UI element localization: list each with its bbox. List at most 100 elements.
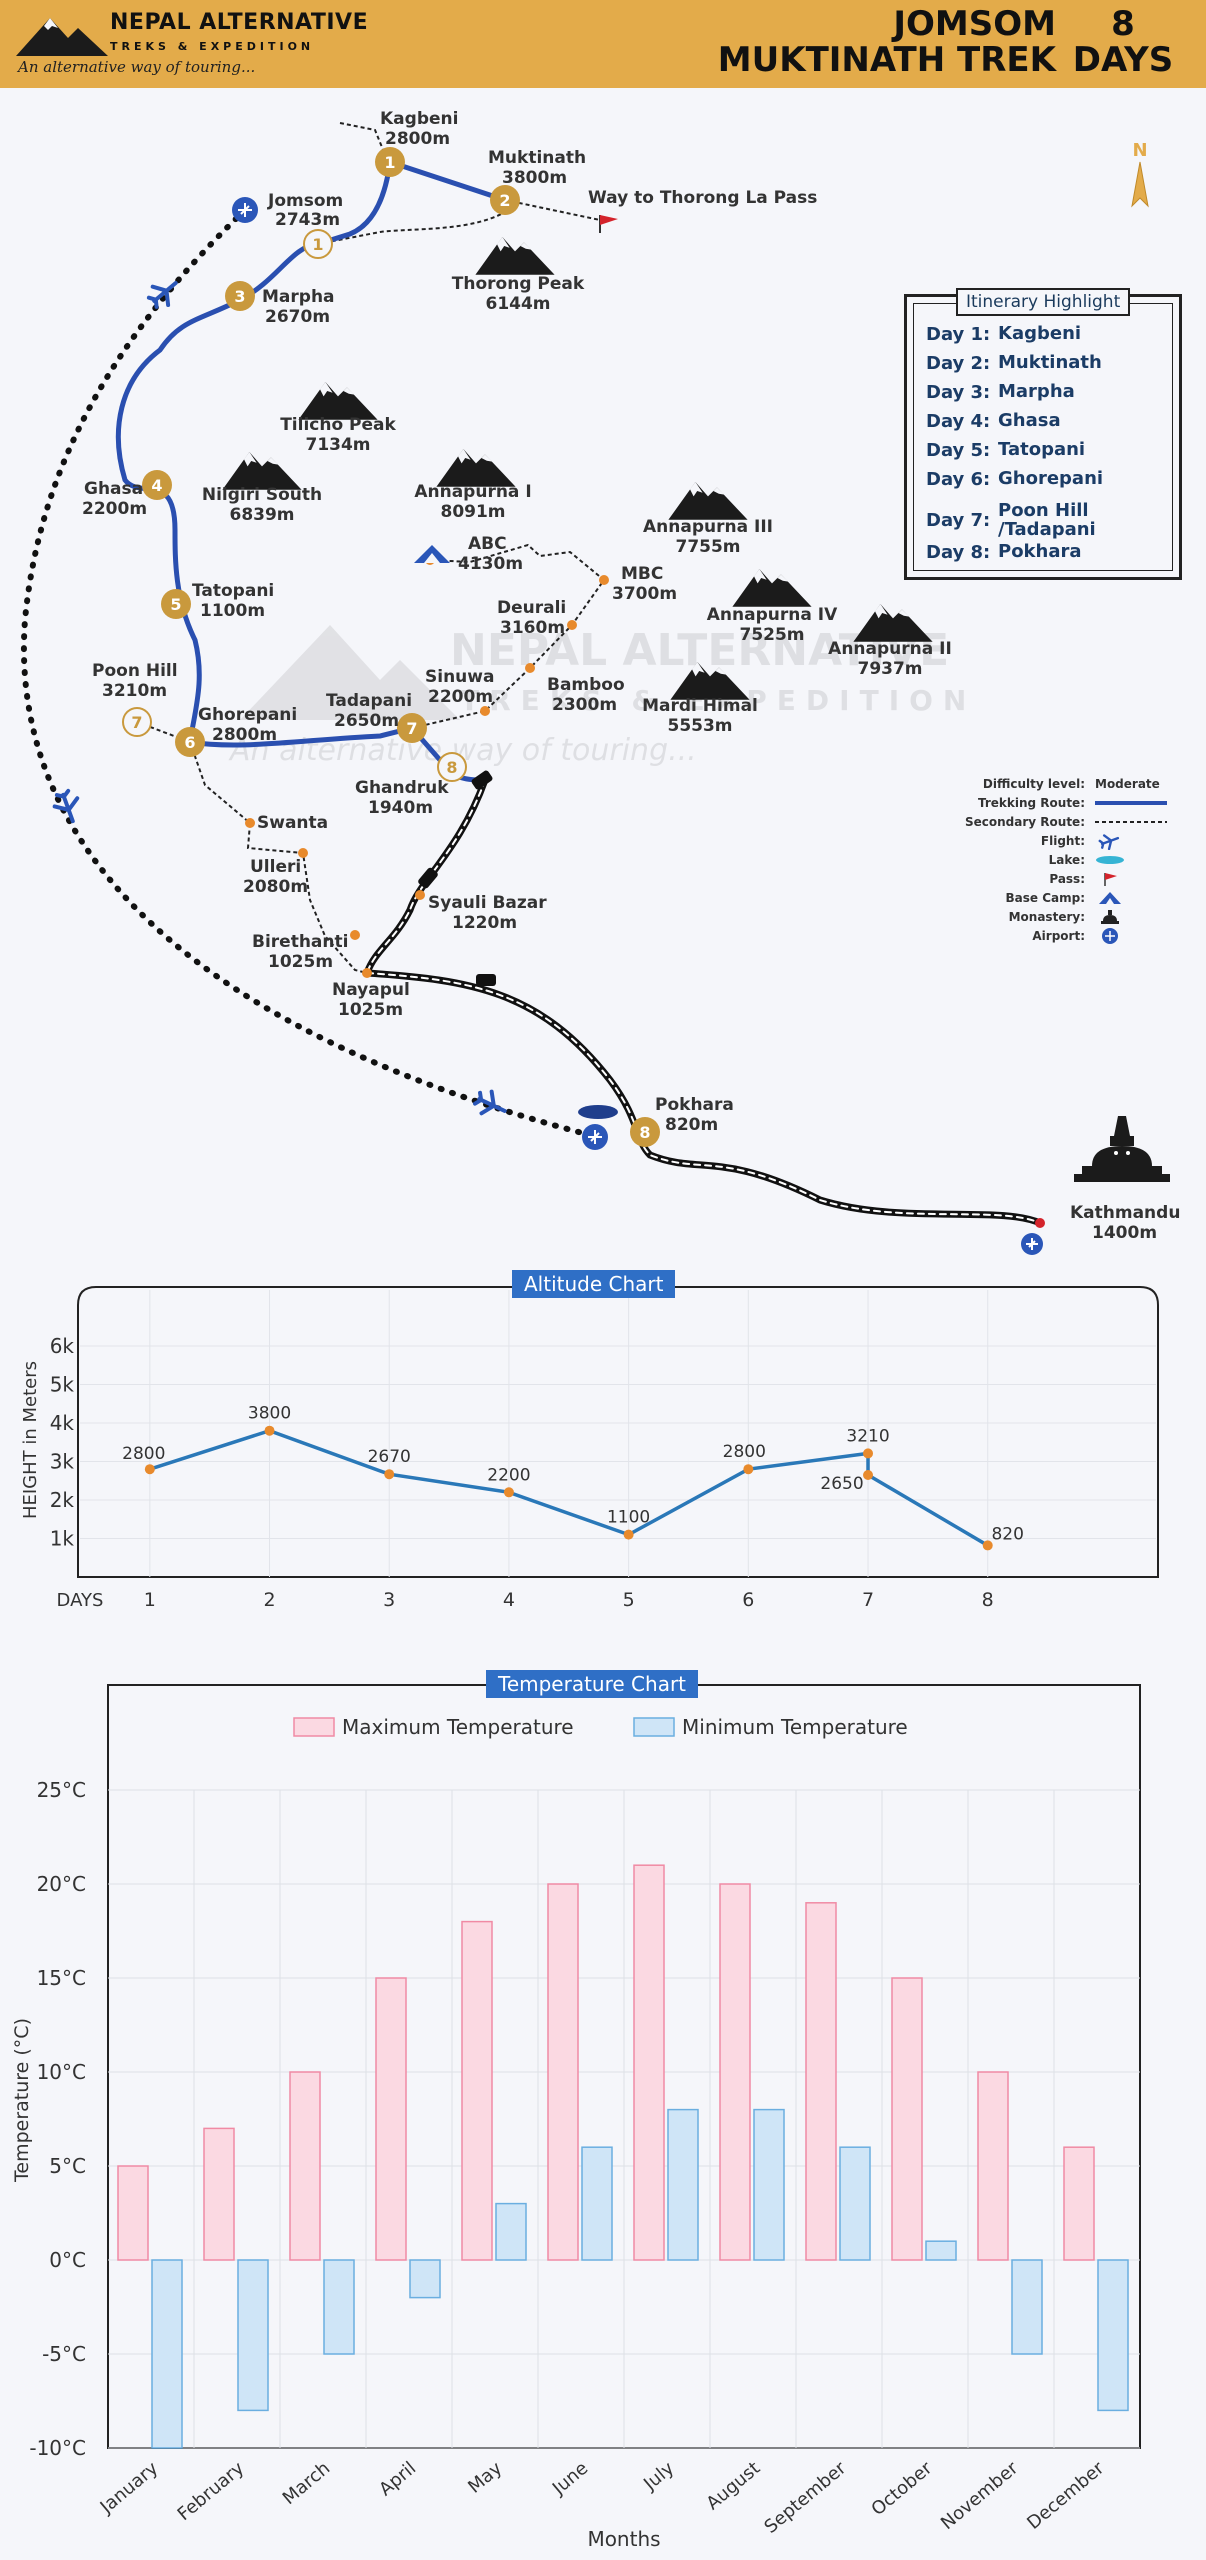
temperature-y-tick: -5°C <box>42 2342 86 2366</box>
bar-max-temperature <box>547 1883 579 2261</box>
monastery-icon <box>1101 909 1119 924</box>
place-altitude: 3800m <box>502 168 567 188</box>
place-name: Tadapani <box>326 691 412 711</box>
place-altitude: 3700m <box>612 584 677 604</box>
place-name: Deurali <box>497 598 566 618</box>
place-name: Birethanti <box>252 932 348 952</box>
airport-icon-kathmandu <box>1021 1233 1043 1255</box>
secondary-route-thorong <box>504 199 601 221</box>
peak-altitude: 7525m <box>739 625 804 645</box>
altitude-data-label: 3800 <box>248 1404 291 1424</box>
place-altitude: 1025m <box>268 952 333 972</box>
peak-altitude: 7134m <box>305 435 370 455</box>
place-altitude: 4130m <box>458 554 523 574</box>
altitude-data-label: 2650 <box>820 1474 863 1494</box>
place-name: Kathmandu <box>1070 1203 1180 1223</box>
bar-min-temperature <box>753 2108 785 2261</box>
days-number: 8 <box>1111 4 1135 44</box>
altitude-data-label: 2800 <box>122 1444 165 1464</box>
legend-row: Lake: <box>900 850 1180 869</box>
altitude-data-label: 2800 <box>723 1442 766 1462</box>
altitude-y-tick: 1k <box>50 1527 75 1551</box>
peak-name: Annapurna II <box>828 639 952 659</box>
altitude-data-label: 2200 <box>487 1465 530 1485</box>
altitude-data-label: 2670 <box>368 1447 411 1467</box>
peak-annapurna4 <box>732 569 812 607</box>
place-altitude: 2300m <box>552 695 617 715</box>
altitude-x-label: DAYS <box>57 1590 104 1611</box>
trek-title-line1: JOMSOM <box>893 4 1056 44</box>
altitude-point <box>982 1540 993 1551</box>
day-marker-3: 3 <box>225 281 255 311</box>
temperature-x-tick: February <box>174 2458 249 2526</box>
itinerary-box: Itinerary Highlight Day 1:Kagbeni Day 2:… <box>904 288 1182 580</box>
svg-text:3: 3 <box>234 287 245 306</box>
place-altitude: 3160m <box>500 618 565 638</box>
map-legend: Difficulty level:Moderate Trekking Route… <box>900 774 1180 945</box>
svg-text:4: 4 <box>151 476 162 495</box>
svg-text:8: 8 <box>446 758 457 777</box>
day-marker-5: 5 <box>161 589 191 619</box>
peak-name: Tilicho Peak <box>280 415 396 435</box>
place-altitude: 2670m <box>265 307 330 327</box>
place-altitude: 2800m <box>385 129 450 149</box>
altitude-x-tick: 1 <box>144 1589 156 1611</box>
temperature-y-tick: 0°C <box>49 2248 86 2272</box>
altitude-y-tick: 3k <box>50 1450 75 1474</box>
legend-row: Difficulty level:Moderate <box>982 776 1160 791</box>
waypoint-swanta <box>245 818 255 828</box>
day-marker-4: 4 <box>142 470 172 500</box>
place-altitude: 2200m <box>82 499 147 519</box>
trekking-route-swatch <box>1095 800 1167 805</box>
itinerary-row: Day 7:Poon Hill /Tadapani <box>926 500 1096 540</box>
place-altitude: 2800m <box>212 725 277 745</box>
day-marker-8: 8 <box>630 1117 660 1147</box>
temperature-x-label: Months <box>587 2527 660 2551</box>
peak-annapurna3 <box>668 482 748 520</box>
temperature-x-tick: October <box>868 2457 937 2520</box>
brand-tagline: An alternative way of touring... <box>18 58 256 76</box>
peak-name: Annapurna III <box>643 517 773 537</box>
pass-flag-icon <box>1104 872 1117 886</box>
altitude-data-label: 3210 <box>846 1426 889 1446</box>
waypoint-syauli <box>415 890 425 900</box>
bar-min-temperature <box>237 2259 269 2412</box>
temperature-x-tick: August <box>702 2458 764 2515</box>
bar-max-temperature <box>633 1864 665 2261</box>
legend-row: Trekking Route: <box>900 793 1180 812</box>
compass-icon: N <box>1131 140 1149 208</box>
altitude-x-tick: 2 <box>263 1589 275 1611</box>
temperature-x-tick: September <box>760 2457 850 2537</box>
place-name: Muktinath <box>488 148 586 168</box>
temperature-x-tick: July <box>639 2458 678 2496</box>
place-altitude: 2080m <box>243 877 308 897</box>
place-name: Swanta <box>257 813 328 833</box>
itinerary-row: Day 4:Ghasa <box>926 410 1061 432</box>
altitude-y-tick: 5k <box>50 1373 75 1397</box>
secondary-route-abc <box>411 543 606 729</box>
bar-max-temperature <box>375 1977 407 2261</box>
bar-min-temperature <box>839 2146 871 2261</box>
place-name: Ulleri <box>250 857 301 877</box>
temperature-y-tick: 10°C <box>37 2060 86 2084</box>
day-marker-1-alt: 1 <box>303 229 333 259</box>
bar-max-temperature <box>203 2127 235 2261</box>
bar-max-temperature <box>805 1902 837 2261</box>
altitude-point <box>623 1529 634 1540</box>
temperature-y-tick: 15°C <box>37 1966 86 1990</box>
jeep-icon <box>418 867 438 889</box>
altitude-chart-title: Altitude Chart <box>512 1270 676 1298</box>
bar-min-temperature <box>1011 2259 1043 2355</box>
bar-min-temperature <box>925 2240 957 2261</box>
place-name: Pokhara <box>655 1095 734 1115</box>
bar-min-temperature <box>495 2202 527 2261</box>
svg-text:8: 8 <box>639 1123 650 1142</box>
temperature-y-tick: -10°C <box>29 2436 86 2460</box>
place-name: Nayapul <box>332 980 410 1000</box>
peak-altitude: 8091m <box>440 502 505 522</box>
lake-icon <box>1096 855 1124 864</box>
bar-min-temperature <box>151 2259 183 2449</box>
legend-swatch-min <box>633 1717 675 1737</box>
temperature-y-tick: 25°C <box>37 1778 86 1802</box>
